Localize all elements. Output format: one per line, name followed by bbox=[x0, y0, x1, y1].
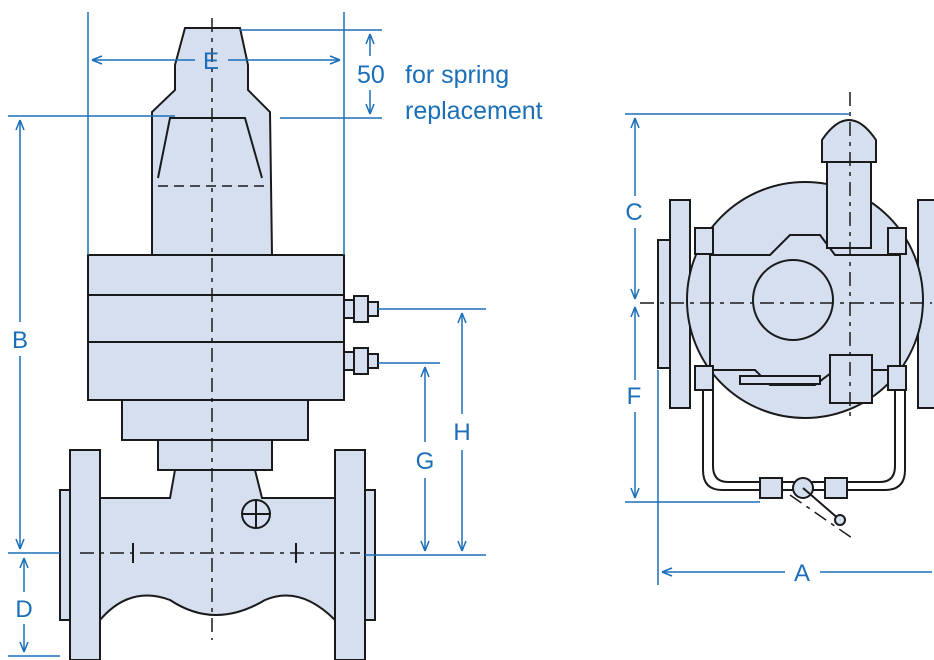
bolt-bottom-left bbox=[694, 365, 714, 391]
valve-body bbox=[99, 469, 336, 623]
note-line2: replacement bbox=[405, 97, 543, 125]
side-view bbox=[640, 92, 934, 539]
label-g: G bbox=[416, 448, 435, 475]
side-port-circle bbox=[752, 259, 834, 341]
label-b: B bbox=[12, 327, 28, 354]
note-line1: for spring bbox=[405, 61, 509, 89]
side-lower-stem bbox=[829, 354, 873, 404]
lower-fitting bbox=[343, 347, 379, 375]
label-h: H bbox=[453, 419, 470, 446]
label-f: F bbox=[627, 383, 642, 410]
side-stem bbox=[826, 159, 872, 249]
right-pipe-flange bbox=[334, 449, 366, 660]
note-value: 50 bbox=[357, 61, 385, 89]
label-e: E bbox=[203, 48, 219, 75]
left-pipe-flange bbox=[69, 449, 101, 660]
front-view bbox=[59, 18, 379, 660]
left-flange-face bbox=[59, 489, 71, 621]
neck-upper bbox=[121, 399, 309, 441]
side-cap bbox=[821, 119, 877, 163]
label-d: D bbox=[15, 596, 32, 623]
label-a: A bbox=[794, 560, 810, 587]
bolt-top-right bbox=[887, 227, 907, 255]
front-dimensions bbox=[8, 12, 486, 657]
bolt-bottom-right bbox=[887, 365, 907, 391]
side-dimensions bbox=[625, 113, 932, 585]
side-left-flange-face bbox=[657, 239, 671, 369]
bolt-top-left bbox=[694, 227, 714, 255]
neck-lower bbox=[157, 439, 273, 471]
actuator-housing bbox=[87, 254, 345, 401]
upper-fitting bbox=[343, 295, 379, 323]
label-c: C bbox=[625, 199, 642, 226]
